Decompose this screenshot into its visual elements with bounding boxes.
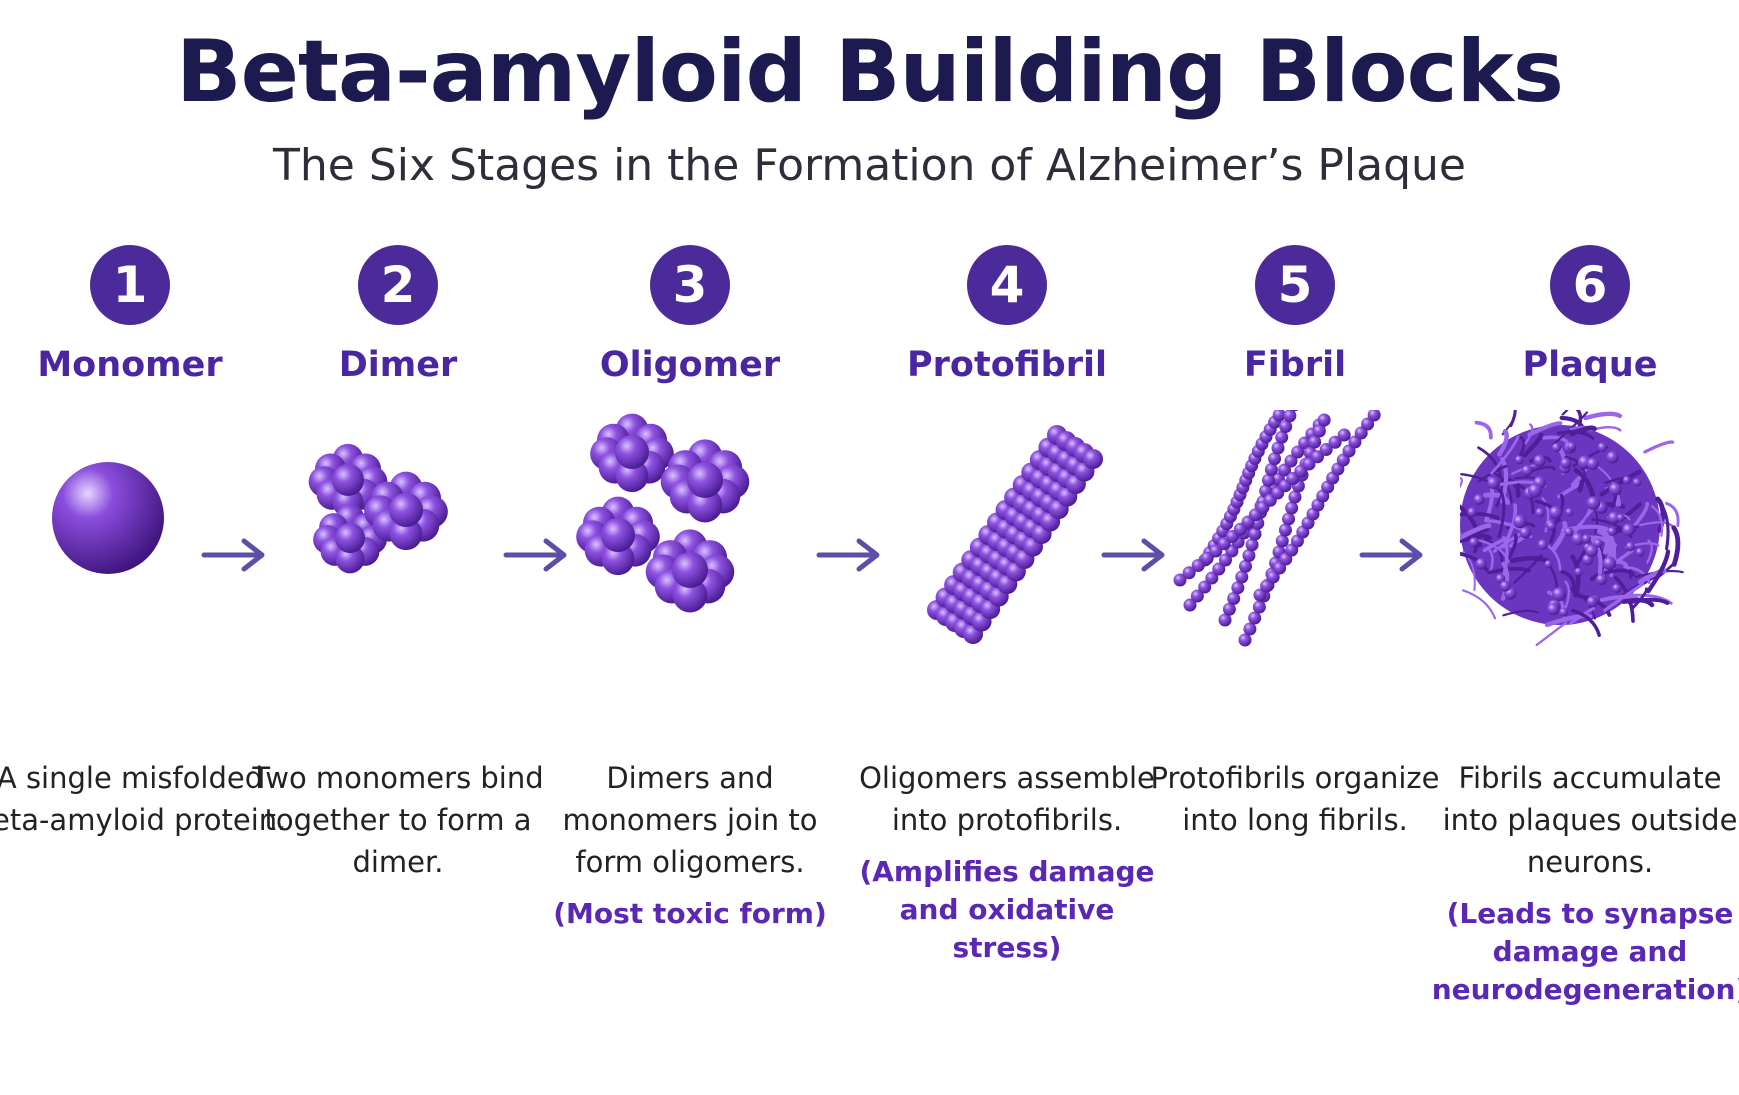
arrow-right-icon <box>1101 538 1165 572</box>
arrow-right-icon <box>1359 538 1423 572</box>
stage-name: Plaque <box>1522 345 1658 385</box>
arrow-right-icon <box>201 538 265 572</box>
stage-number-badge: 1 <box>90 245 170 325</box>
stage-name: Oligomer <box>599 345 781 385</box>
description-text: Protofibrils organize into long fibrils. <box>1150 761 1440 837</box>
stage-description: Oligomers assemble into protofibrils. (A… <box>847 757 1167 967</box>
arrow-right-icon <box>816 538 880 572</box>
stage-description: A single misfolded beta-amyloid protein. <box>0 757 290 841</box>
stage-description: Two monomers bind together to form a dim… <box>238 757 558 883</box>
stage-monomer: 1 Monomer A single misfolded beta-amyloi… <box>0 245 286 1045</box>
description-text: Dimers and monomers join to form oligome… <box>562 761 818 879</box>
oligomer-cluster-icon <box>576 413 750 613</box>
monomer-sphere-icon <box>52 462 164 574</box>
stage-oligomer: 3 Oligomer Dimers and monomers join to f… <box>553 245 827 1045</box>
stage-fibril: 5 Fibril Protofibrils organize into long… <box>1151 245 1440 1045</box>
description-text: Oligomers assemble into protofibrils. <box>859 761 1155 837</box>
page-subtitle: The Six Stages in the Formation of Alzhe… <box>273 140 1466 191</box>
stage-plaque: 6 Plaque Fibrils accumulate into plaques… <box>1432 245 1739 1045</box>
stage-name: Protofibril <box>907 345 1107 385</box>
dimer-cluster-icon <box>308 443 448 574</box>
stage-number-badge: 6 <box>1550 245 1630 325</box>
description-text: A single misfolded beta-amyloid protein. <box>0 761 287 837</box>
plaque-mass-icon <box>1460 410 1684 647</box>
stage-description: Protofibrils organize into long fibrils. <box>1135 757 1455 841</box>
stage-protofibril: 4 Protofibril Oligomers assemble into pr… <box>859 245 1155 1045</box>
stage-note: (Amplifies damage and oxidative stress) <box>859 855 1155 964</box>
stage-number-badge: 4 <box>967 245 1047 325</box>
stage-number-badge: 5 <box>1255 245 1335 325</box>
description-text: Fibrils accumulate into plaques outside … <box>1442 761 1738 879</box>
stage-name: Dimer <box>338 345 458 385</box>
stage-name: Monomer <box>37 345 223 385</box>
stage-note: (Most toxic form) <box>553 897 827 930</box>
stage-note: (Leads to synapse damage and neurodegene… <box>1431 897 1739 1006</box>
description-text: Two monomers bind together to form a dim… <box>252 761 544 879</box>
stage-description: Dimers and monomers join to form oligome… <box>530 757 850 933</box>
stage-number-badge: 3 <box>650 245 730 325</box>
stage-number-badge: 2 <box>358 245 438 325</box>
page-title: Beta-amyloid Building Blocks <box>176 22 1564 122</box>
stage-description: Fibrils accumulate into plaques outside … <box>1430 757 1739 1009</box>
protofibril-icon <box>927 425 1103 644</box>
fibril-strands-icon <box>1173 410 1381 647</box>
stage-name: Fibril <box>1243 345 1347 385</box>
stage-dimer: 2 Dimer Two monomers bind together to fo… <box>252 245 544 1045</box>
arrow-right-icon <box>503 538 567 572</box>
